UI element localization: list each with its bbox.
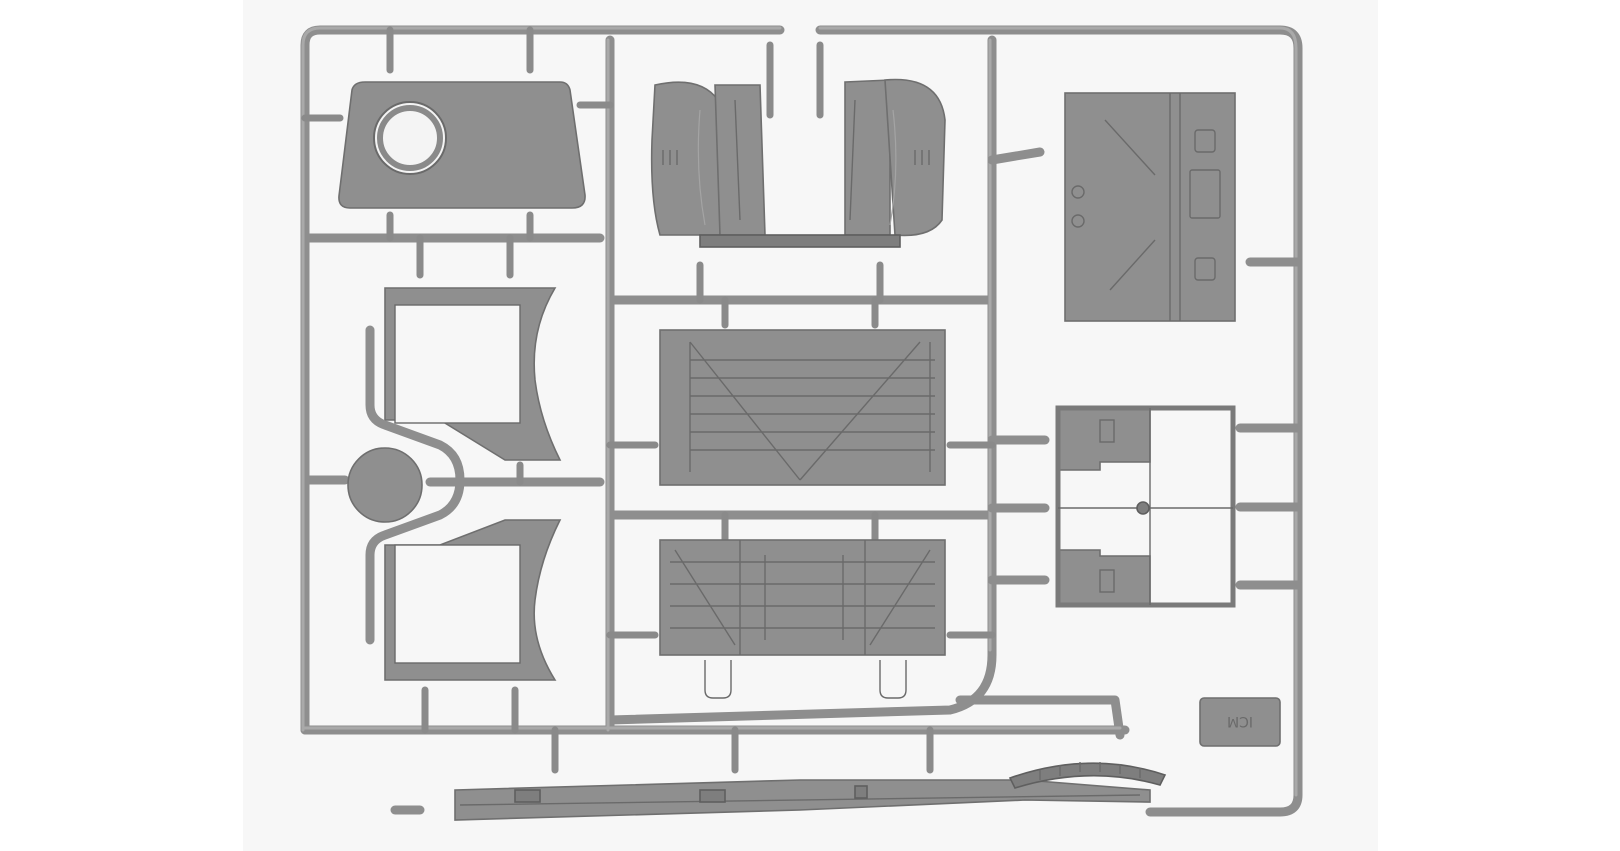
chassis-rail	[454, 762, 1167, 821]
front-mudguards	[650, 78, 946, 248]
cab-rear-panel	[1064, 92, 1236, 322]
sprue-id-tab: ICM	[1199, 697, 1281, 747]
cargo-bed-side	[659, 539, 946, 699]
sprue-runner-frame	[300, 25, 1303, 817]
hood-panel-with-hole	[338, 81, 586, 209]
cab-door-frames	[1055, 405, 1236, 608]
seat-frames	[347, 287, 562, 681]
cargo-bed-floor	[659, 329, 946, 486]
sprue-tab-marking: ICM	[1227, 713, 1253, 729]
